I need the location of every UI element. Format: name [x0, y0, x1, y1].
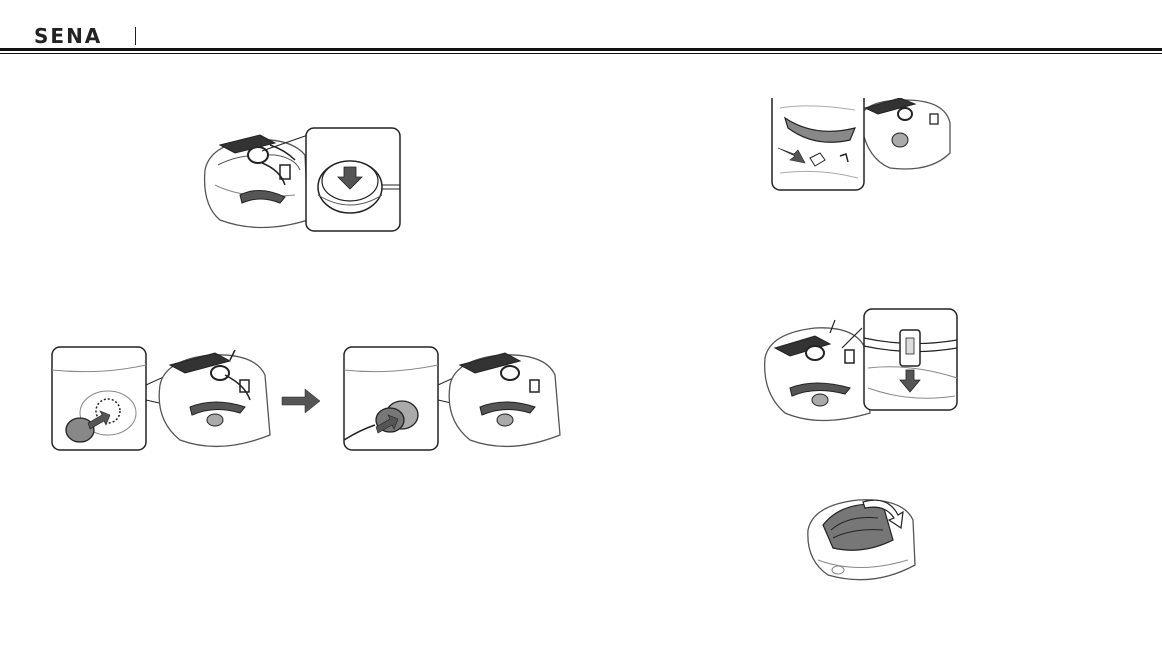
speaker-seat-illustration — [770, 98, 955, 193]
liner-reinstall-illustration — [803, 490, 923, 590]
header-rule-thin — [0, 53, 1162, 54]
brand-logo: SENA — [34, 26, 102, 46]
speaker-padding-illustration — [50, 345, 565, 455]
header-divider — [135, 27, 136, 45]
page-header: SENA — [0, 0, 1162, 60]
header-rule-thick — [0, 48, 1162, 51]
speaker-attach-illustration — [200, 125, 405, 235]
cable-routing-illustration — [760, 308, 960, 428]
